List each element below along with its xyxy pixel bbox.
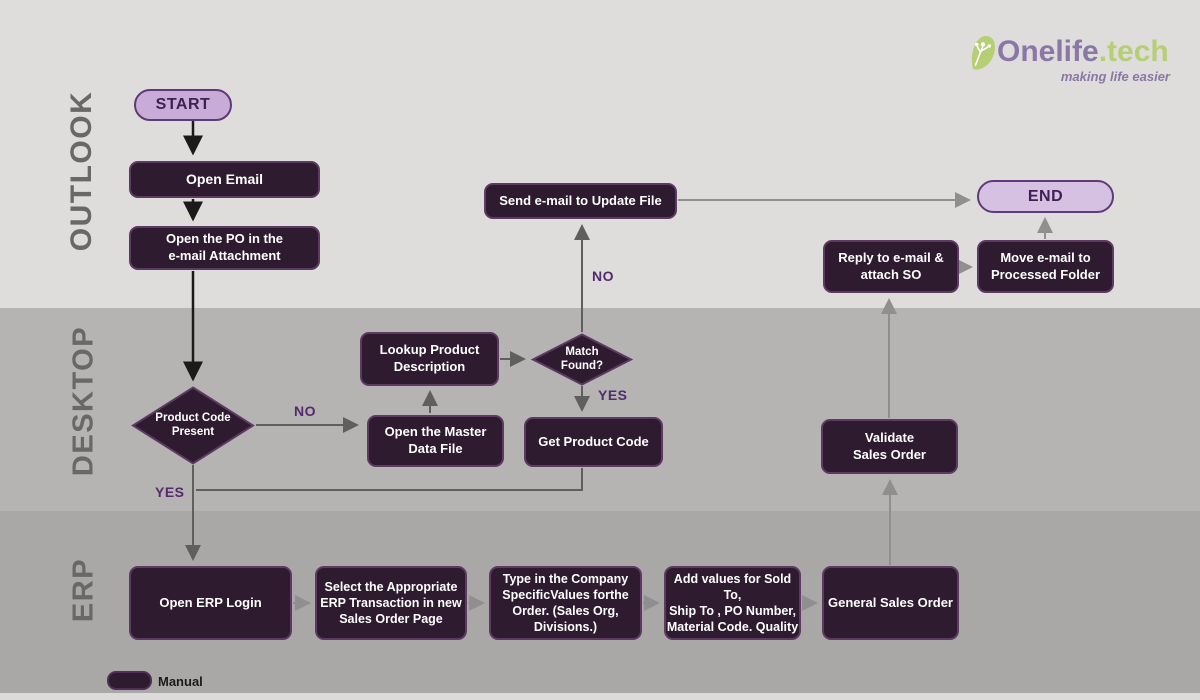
- logo-tagline: making life easier: [1060, 69, 1170, 84]
- legend-manual-swatch: [107, 671, 152, 690]
- decision-match-found: Match Found?: [531, 333, 633, 386]
- leaf-icon: [971, 36, 995, 70]
- lane-label-erp: ERP: [67, 557, 100, 623]
- logo-suffix-text: tech: [1107, 35, 1169, 68]
- lane-label-outlook: OUTLOOK: [65, 90, 98, 252]
- end-node: END: [977, 180, 1114, 213]
- node-select-erp-transaction: Select the Appropriate ERP Transaction i…: [315, 566, 467, 640]
- node-send-email-update-file: Send e-mail to Update File: [484, 183, 677, 219]
- node-open-master-data-file: Open the Master Data File: [367, 415, 504, 467]
- node-type-company-values: Type in the Company SpecificValues forth…: [489, 566, 642, 640]
- node-validate-sales-order: Validate Sales Order: [821, 419, 958, 474]
- logo-wordmark: Onelife.tech: [997, 35, 1170, 69]
- edge-label-yes-match: YES: [598, 387, 628, 403]
- logo-dot: .: [1098, 35, 1108, 68]
- node-lookup-product-description: Lookup Product Description: [360, 332, 499, 386]
- logo-brand-text: Onelife: [997, 35, 1099, 68]
- node-reply-attach-so: Reply to e-mail & attach SO: [823, 240, 959, 293]
- start-node: START: [134, 89, 232, 121]
- edge-label-yes-product: YES: [155, 484, 185, 500]
- node-add-values: Add values for Sold To, Ship To , PO Num…: [664, 566, 801, 640]
- node-open-po-attachment: Open the PO in the e-mail Attachment: [129, 226, 320, 270]
- legend-manual-label: Manual: [158, 674, 203, 689]
- node-open-erp-login: Open ERP Login: [129, 566, 292, 640]
- node-general-sales-order: General Sales Order: [822, 566, 959, 640]
- decision-match-found-label: Match Found?: [560, 346, 604, 372]
- node-move-processed-folder: Move e-mail to Processed Folder: [977, 240, 1114, 293]
- onelife-tech-logo: Onelife.tech making life easier: [970, 33, 1170, 85]
- lane-label-desktop: DESKTOP: [67, 325, 100, 477]
- edge-label-no-product: NO: [294, 403, 316, 419]
- decision-product-code-present: Product Code Present: [131, 386, 255, 465]
- node-open-email: Open Email: [129, 161, 320, 198]
- decision-product-code-present-label: Product Code Present: [155, 412, 231, 438]
- lane-bottom-strip: [0, 693, 1200, 700]
- node-get-product-code: Get Product Code: [524, 417, 663, 467]
- edge-label-no-match: NO: [592, 268, 614, 284]
